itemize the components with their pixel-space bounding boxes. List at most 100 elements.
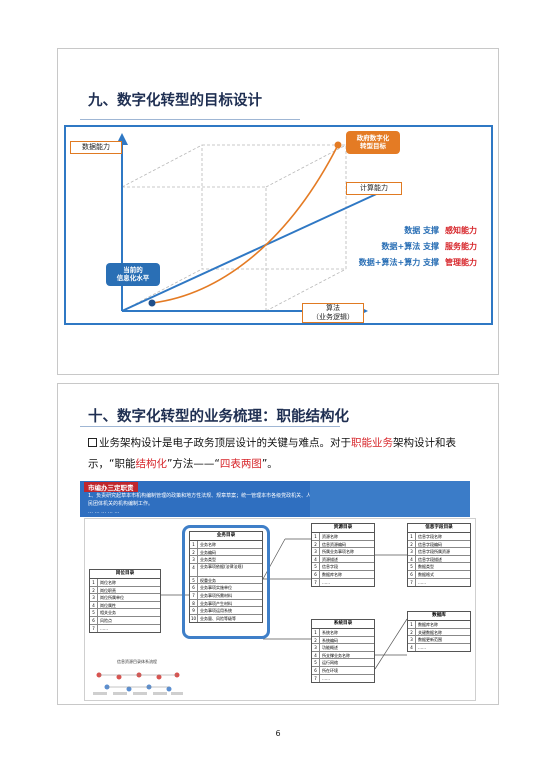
- duty-banner-continued: [310, 481, 470, 517]
- capability-name: 感知能力: [445, 226, 477, 235]
- table-title: 资源目录: [312, 524, 374, 533]
- banner-text: 1、负责研究起草本市机构编制管理的政策和地方性法规、规章草案；统一管理本市各级党…: [88, 493, 310, 507]
- table-row: 7……: [90, 624, 160, 633]
- intro-highlight: 结构化: [135, 458, 167, 470]
- current-bubble-line2: 信息化水平: [116, 274, 150, 283]
- title-underline: [80, 426, 340, 427]
- capability-name: 服务能力: [445, 242, 477, 251]
- intro-paragraph: 业务架构设计是电子政务顶层设计的关键与难点。对于职能业务架构设计和表示，“职能结…: [88, 433, 478, 475]
- current-point: [148, 299, 156, 307]
- checkbox-bullet-icon: [88, 438, 97, 447]
- business-table-highlight: [182, 525, 270, 639]
- x-axis-label-line2: （业务逻辑）: [312, 312, 354, 321]
- flow-diagram: 信息资源目录体系流程: [89, 659, 185, 699]
- z-axis: [121, 183, 398, 312]
- table-title: 系统目录: [312, 620, 374, 629]
- page-number: 6: [275, 729, 281, 738]
- slide-title: 九、数字化转型的目标设计: [88, 93, 262, 109]
- cube-edges: [121, 144, 347, 312]
- capability-support: 数据+算法+算力 支撑: [358, 258, 439, 267]
- banner-heading: 市编办三定职责: [84, 482, 138, 492]
- x-axis-label-line1: 算法: [326, 304, 340, 312]
- banner-ellipsis: … … … … …: [88, 509, 120, 515]
- current-bubble-line1: 当前的: [123, 266, 143, 274]
- capability-row-3: 数据+算法+算力 支撑管理能力: [359, 257, 477, 268]
- slide-title: 十、数字化转型的业务梳理：职能结构化: [88, 409, 349, 425]
- intro-highlight: 职能业务: [351, 437, 393, 449]
- intro-text: 架构设计和表示，“职能: [88, 437, 456, 470]
- capability-name: 管理能力: [445, 258, 477, 267]
- capability-cube-diagram: 数据能力 计算能力 算法 （业务逻辑） 政府数字化 转型目标 当前的 信息化水平…: [64, 125, 493, 325]
- intro-text: ”。: [261, 458, 278, 470]
- duty-banner: 市编办三定职责 1、负责研究起草本市机构编制管理的政策和地方性法规、规章草案；统…: [80, 481, 310, 517]
- goal-bubble-line1: 政府数字化: [356, 134, 390, 142]
- table-row: 7……: [312, 578, 374, 587]
- current-bubble: 当前的 信息化水平: [106, 263, 160, 286]
- table-row: 7……: [312, 674, 374, 683]
- capability-support: 数据+算法 支撑: [381, 242, 440, 251]
- table-title: 业务目录: [190, 532, 262, 541]
- table-row: 4……: [408, 643, 470, 652]
- capability-row-1: 数据 支撑感知能力: [404, 225, 477, 236]
- slide-business-structuring: 十、数字化转型的业务梳理：职能结构化 业务架构设计是电子政务顶层设计的关键与难点…: [57, 383, 499, 705]
- table-row: 7……: [408, 578, 470, 587]
- capability-support: 数据 支撑: [404, 226, 439, 235]
- flow-diagram-svg: [93, 672, 183, 695]
- table-title: 岗位目录: [90, 570, 160, 579]
- goal-bubble-line2: 转型目标: [360, 142, 386, 151]
- intro-text: ”方法——“: [166, 458, 220, 470]
- goal-bubble: 政府数字化 转型目标: [346, 131, 400, 154]
- title-underline: [80, 119, 300, 120]
- y-axis-label: 数据能力: [70, 141, 122, 154]
- flow-diagram-title: 信息资源目录体系流程: [117, 659, 157, 664]
- capability-row-2: 数据+算法 支撑服务能力: [382, 241, 478, 252]
- table-title: 信息字段目录: [408, 524, 470, 533]
- z-axis-label: 计算能力: [346, 182, 402, 195]
- intro-text: 业务架构设计是电子政务顶层设计的关键与难点。对于: [99, 437, 351, 449]
- table-title: 数据库: [408, 612, 470, 621]
- slide-target-design: 九、数字化转型的目标设计: [57, 48, 499, 375]
- x-axis-label: 算法 （业务逻辑）: [302, 303, 364, 323]
- banner-body: 1、负责研究起草本市机构编制管理的政策和地方性法规、规章草案；统一管理本市各级党…: [88, 492, 310, 516]
- growth-curve: [151, 144, 339, 304]
